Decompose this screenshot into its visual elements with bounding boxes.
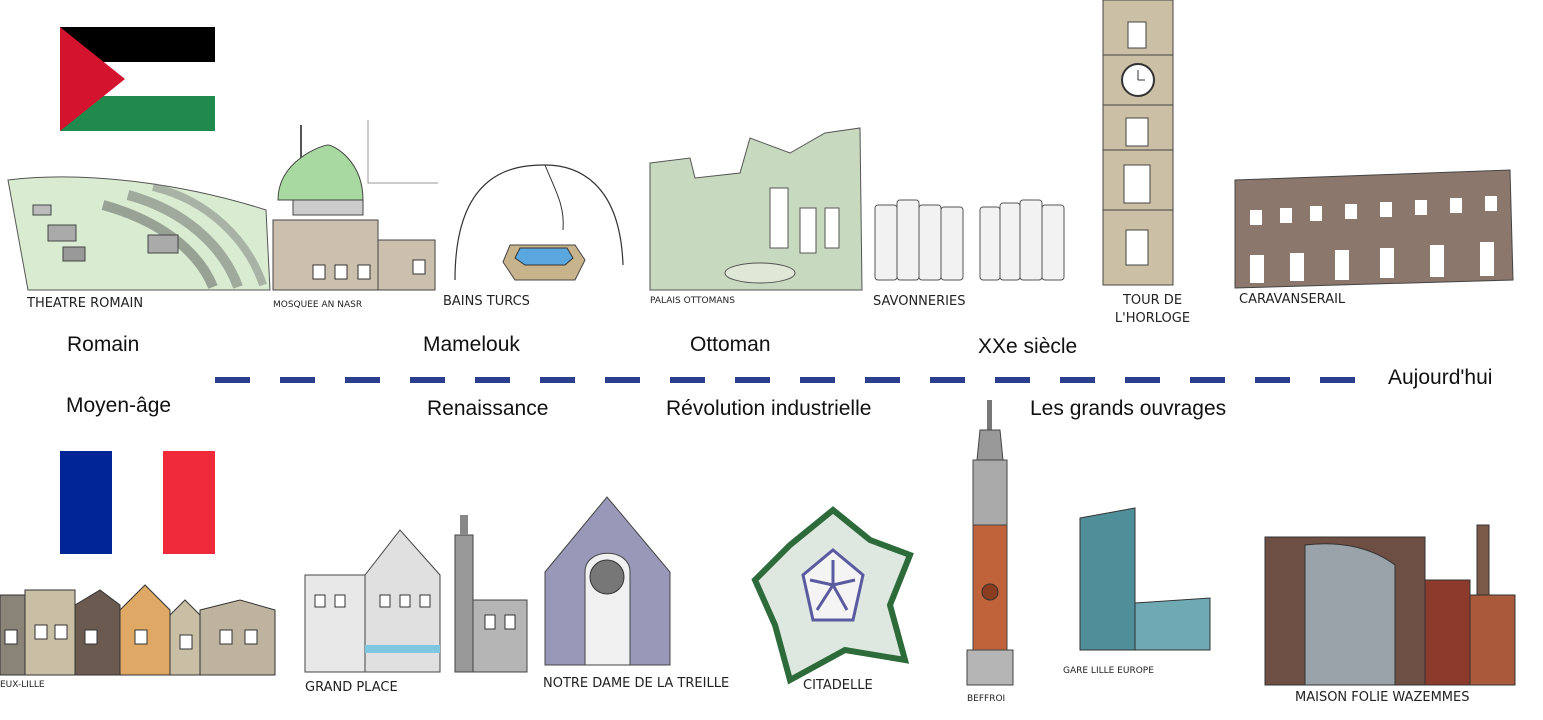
beffroi-icon bbox=[966, 400, 1014, 686]
monument-label-beffroi: BEFFROI bbox=[967, 694, 1006, 704]
timeline-dashed-line bbox=[215, 377, 1355, 383]
period-ottoman: Ottoman bbox=[690, 333, 771, 356]
monument-label-bains-turcs: BAINS TURCS bbox=[443, 294, 530, 309]
monument-label-maison-folie: MAISON FOLIE WAZEMMES bbox=[1295, 690, 1470, 705]
citadelle-icon bbox=[751, 506, 914, 685]
monument-label-gare-lille-europe: GARE LILLE EUROPE bbox=[1063, 666, 1154, 676]
decor-corner-line-icon bbox=[367, 120, 438, 184]
period-xxe-siecle: XXe siècle bbox=[978, 335, 1078, 358]
mosquee-an-nasr-icon bbox=[272, 125, 436, 291]
period-grands-ouvrages: Les grands ouvrages bbox=[1030, 397, 1227, 420]
period-aujourdhui: Aujourd'hui bbox=[1388, 366, 1493, 389]
bains-turcs-icon bbox=[454, 164, 624, 281]
monument-label-vieux-lille: EUX-LILLE bbox=[0, 680, 45, 690]
savonneries-icon bbox=[874, 199, 1065, 281]
tour-horloge-icon bbox=[1102, 0, 1174, 286]
palais-ottomans-icon bbox=[649, 127, 863, 291]
monument-label-tour-horloge: TOUR DE L'HORLOGE bbox=[1105, 292, 1200, 328]
caravanserail-icon bbox=[1234, 169, 1514, 289]
monument-label-mosquee: MOSQUEE AN NASR bbox=[273, 300, 363, 310]
period-renaissance: Renaissance bbox=[427, 397, 549, 420]
maison-folie-icon bbox=[1264, 524, 1516, 686]
monument-label-notre-dame: NOTRE DAME DE LA TREILLE bbox=[543, 676, 730, 691]
monument-label-caravanserail: CARAVANSERAIL bbox=[1239, 292, 1346, 307]
period-mamelouk: Mamelouk bbox=[423, 333, 520, 356]
theatre-romain-icon bbox=[7, 176, 271, 291]
tour-horloge-line2: L'HORLOGE bbox=[1114, 311, 1191, 326]
period-romain: Romain bbox=[67, 333, 140, 356]
monument-label-citadelle: CITADELLE bbox=[803, 678, 873, 693]
tour-horloge-line1: TOUR DE bbox=[1122, 293, 1183, 308]
notre-dame-icon bbox=[544, 496, 671, 666]
vieux-lille-icon bbox=[0, 584, 276, 676]
grand-place-icon bbox=[304, 515, 528, 673]
palestine-flag-icon bbox=[60, 27, 215, 131]
period-moyen-age: Moyen-âge bbox=[66, 394, 172, 417]
gare-lille-europe-icon bbox=[1079, 507, 1211, 651]
monument-label-palais-ottomans: PALAIS OTTOMANS bbox=[650, 296, 735, 306]
monument-label-savonneries: SAVONNERIES bbox=[873, 294, 966, 309]
monument-label-theatre-romain: THEATRE ROMAIN bbox=[27, 296, 144, 311]
monument-label-grand-place: GRAND PLACE bbox=[305, 680, 398, 695]
france-flag-icon bbox=[60, 451, 215, 554]
period-revolution-industrielle: Révolution industrielle bbox=[666, 397, 872, 420]
